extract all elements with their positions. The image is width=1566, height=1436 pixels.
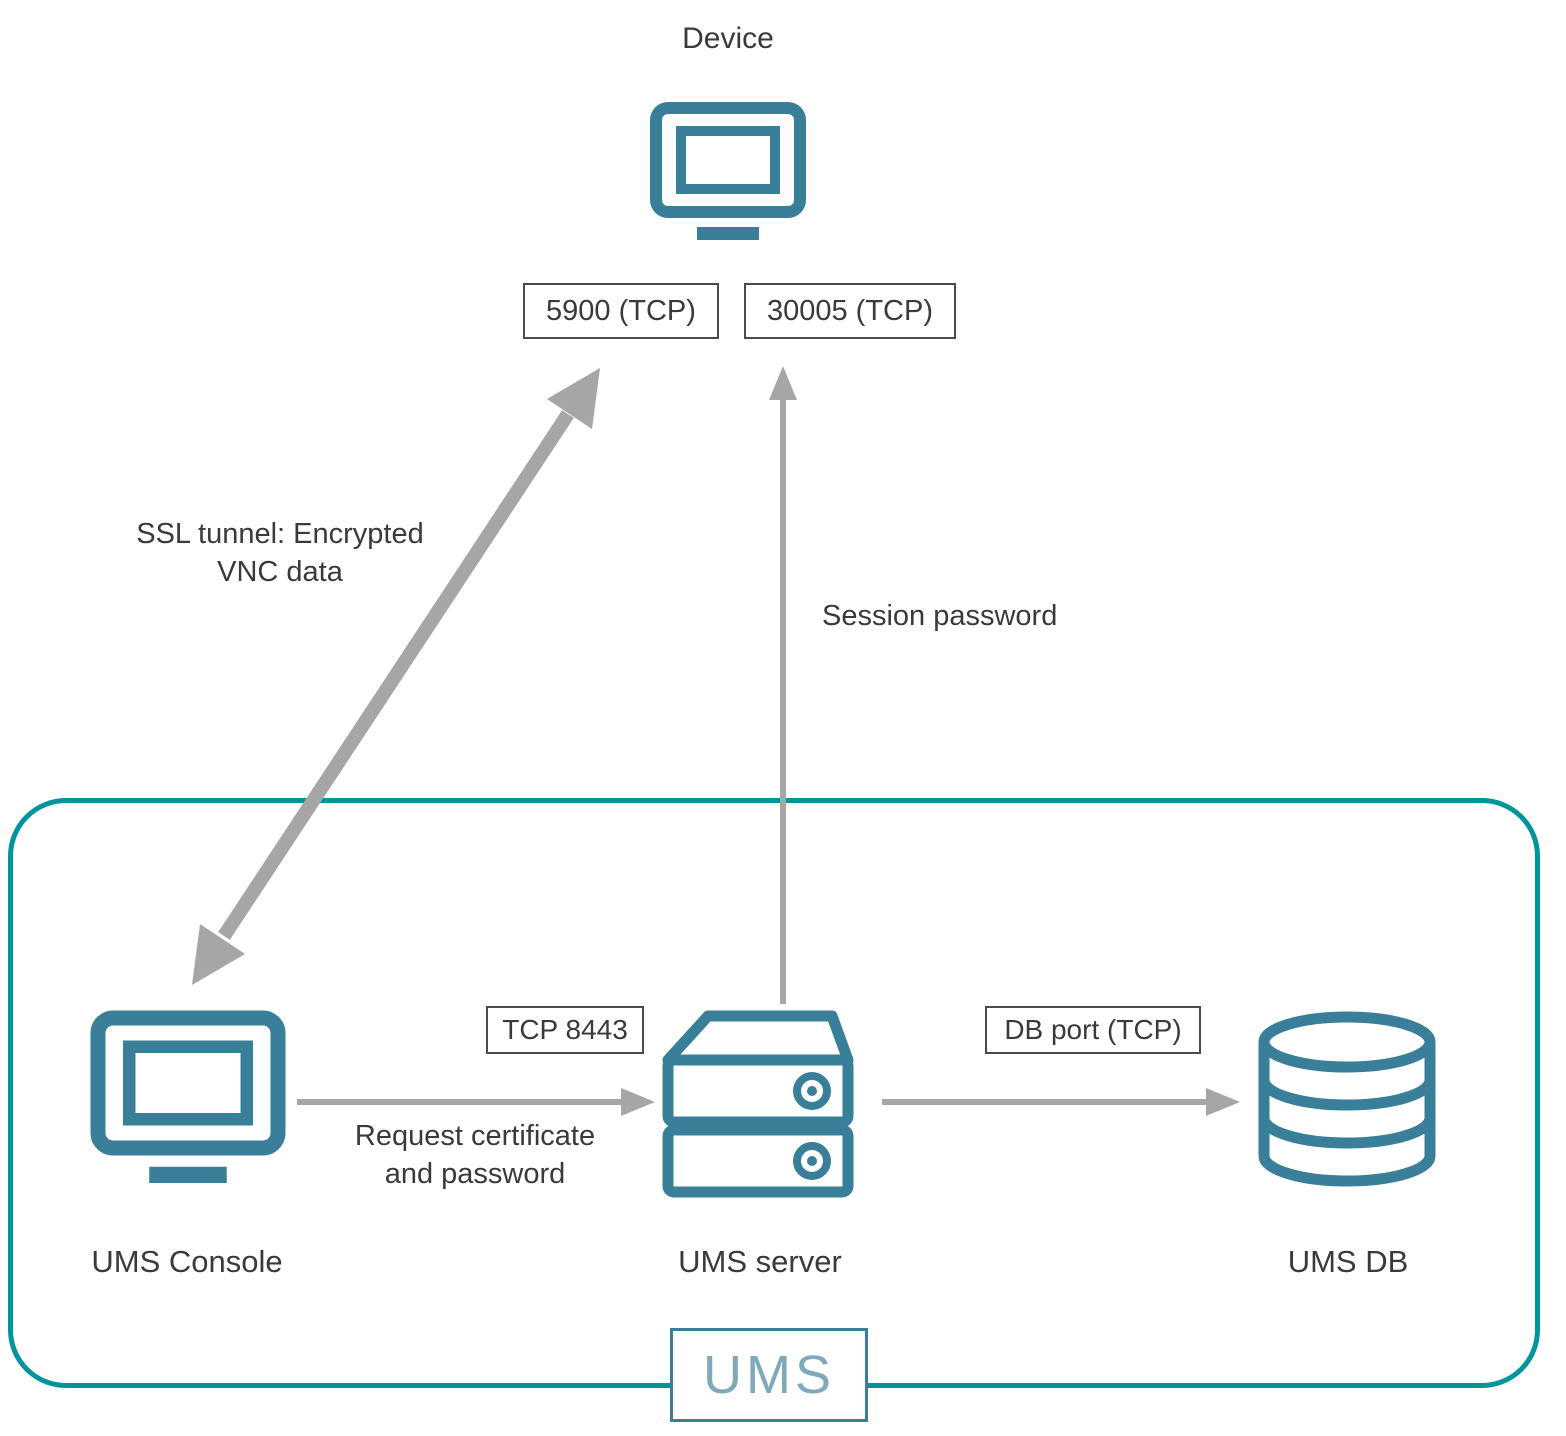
ums-console-icon [90,1010,286,1183]
ums-group-badge: UMS [670,1328,868,1422]
request-certificate-label: Request certificate and password [354,1120,596,1190]
ums-console-label: UMS Console [91,1244,283,1279]
ums-db-label: UMS DB [1287,1244,1409,1279]
vnc-port-box: 5900 (TCP) [523,283,719,339]
session-port-box: 30005 (TCP) [744,283,956,339]
session-password-label: Session password [822,600,1058,632]
device-monitor-icon [650,102,806,240]
ums-server-icon [662,1010,854,1198]
device-label: Device [682,22,774,55]
ssl-tunnel-label: SSL tunnel: Encrypted VNC data [136,518,424,588]
ums-server-label: UMS server [678,1244,842,1279]
ums-group-label: UMS [703,1345,835,1405]
db-port-box: DB port (TCP) [985,1006,1201,1054]
tcp-8443-port-box: TCP 8443 [486,1006,644,1054]
ums-db-icon [1258,1011,1436,1187]
